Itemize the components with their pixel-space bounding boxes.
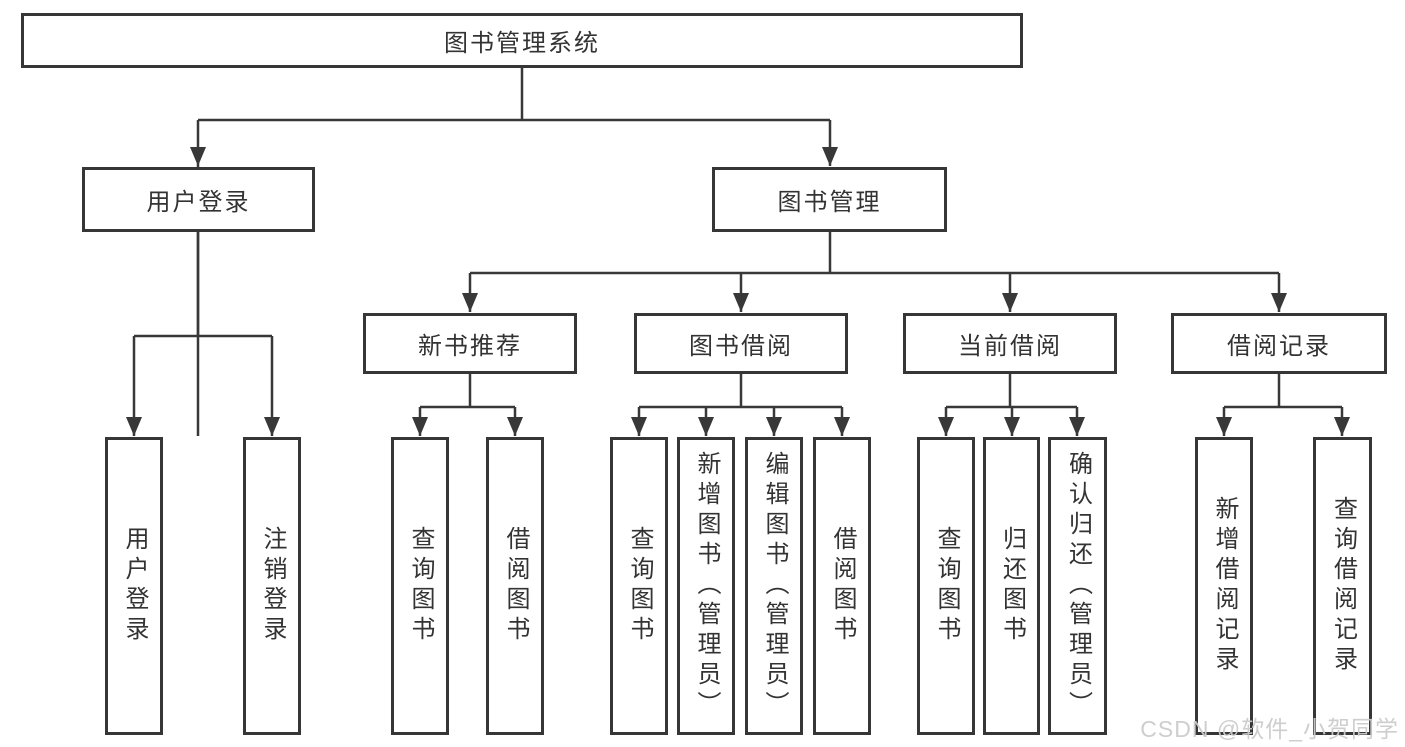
node-label: 确认归还（管理员）: [1064, 451, 1092, 721]
arrowhead-icons: [126, 147, 1350, 436]
node-label: 当前借阅: [958, 333, 1062, 360]
node-label: 借阅图书: [829, 526, 856, 646]
node-label: 图书借阅: [689, 333, 793, 360]
node-label: 查询图书: [933, 526, 960, 646]
node-label: 借阅记录: [1227, 333, 1331, 360]
node-borrowing-records: 借阅记录: [1171, 313, 1387, 374]
node-label: 图书管理系统: [444, 30, 600, 57]
node-new-book-recommendation: 新书推荐: [363, 313, 577, 374]
node-book-borrowing: 图书借阅: [634, 313, 848, 374]
node-label: 用户登录: [121, 526, 148, 646]
csdn-watermark: CSDN @软件_小贺同学: [1140, 716, 1399, 742]
leaf-add-books-admin: 新增图书（管理员）: [677, 437, 735, 735]
node-label: 借阅图书: [502, 526, 529, 646]
node-label: 注销登录: [259, 526, 286, 646]
node-label: 查询图书: [407, 526, 434, 646]
node-label: 查询图书: [626, 526, 653, 646]
node-label: 查询借阅记录: [1329, 496, 1357, 676]
node-label: 新增图书（管理员）: [693, 451, 720, 721]
leaf-user-login: 用户登录: [105, 437, 163, 735]
node-book-management: 图书管理: [712, 167, 947, 232]
connector-segments: [132, 68, 1344, 436]
leaf-query-books-1: 查询图书: [391, 437, 449, 735]
node-label: 用户登录: [146, 189, 251, 216]
node-label: 新书推荐: [418, 333, 522, 360]
leaf-confirm-return-admin: 确认归还（管理员）: [1048, 437, 1107, 735]
node-label: 归还图书: [998, 526, 1026, 646]
node-current-borrowing: 当前借阅: [903, 313, 1117, 374]
leaf-add-borrow-record: 新增借阅记录: [1195, 437, 1253, 735]
node-user-login: 用户登录: [82, 167, 315, 232]
node-label: 编辑图书（管理员）: [761, 451, 788, 721]
leaf-return-books: 归还图书: [983, 437, 1040, 735]
leaf-borrow-books-2: 借阅图书: [813, 437, 871, 735]
leaf-borrow-books-1: 借阅图书: [486, 437, 544, 735]
leaf-logout: 注销登录: [243, 437, 301, 735]
node-label: 新增借阅记录: [1211, 496, 1238, 676]
leaf-edit-books-admin: 编辑图书（管理员）: [745, 437, 803, 735]
leaf-query-borrow-record: 查询借阅记录: [1313, 437, 1372, 735]
node-label: 图书管理: [777, 189, 882, 216]
leaf-query-books-3: 查询图书: [917, 437, 975, 735]
node-root-system: 图书管理系统: [21, 13, 1023, 68]
leaf-query-books-2: 查询图书: [610, 437, 668, 735]
